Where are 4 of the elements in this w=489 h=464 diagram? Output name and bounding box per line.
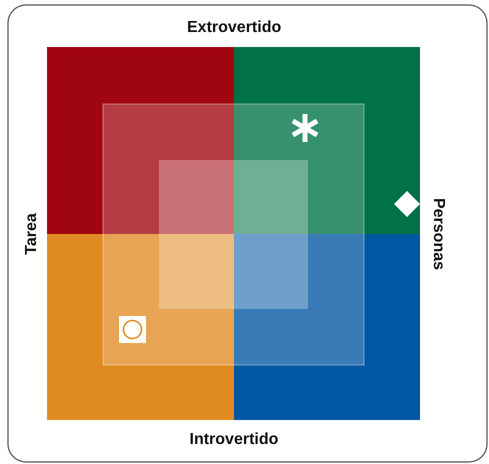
axis-label: Tarea: [22, 213, 41, 255]
axis-label: Introvertido: [190, 431, 278, 449]
axis-label: Personas: [429, 198, 448, 270]
axis-label: Extrovertido: [187, 19, 282, 37]
